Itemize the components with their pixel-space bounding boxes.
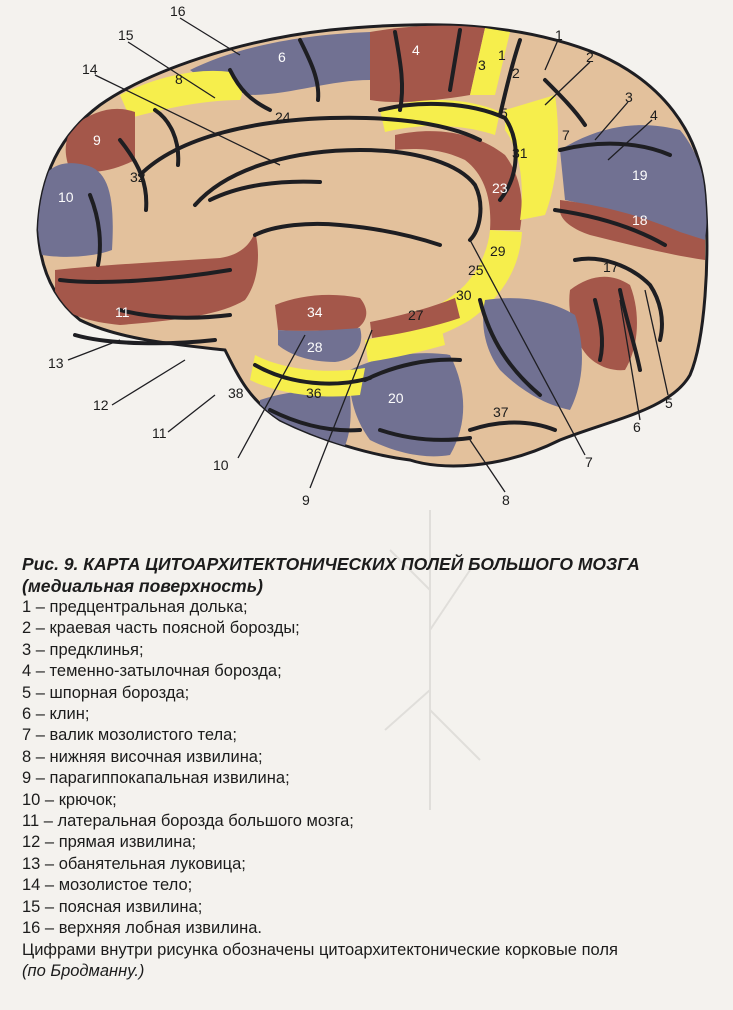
legend-item: 6 – клин; <box>22 705 90 724</box>
field-label: 17 <box>603 259 619 275</box>
field-label: 37 <box>493 404 509 420</box>
field-27-band <box>365 320 445 362</box>
legend-item: 8 – нижняя височная извилина; <box>22 747 263 766</box>
field-28-region <box>278 328 362 362</box>
field-19-lower <box>483 298 582 410</box>
legend-item: 10 – крючок; <box>22 790 117 809</box>
field-label: 3 <box>478 57 486 73</box>
ext-label: 3 <box>625 89 633 105</box>
ext-label: 7 <box>585 454 593 470</box>
legend-item: 7 – валик мозолистого тела; <box>22 726 237 745</box>
ext-label: 4 <box>650 107 658 123</box>
ext-label: 10 <box>213 457 229 473</box>
field-labels: 1 2 3 4 5 6 7 8 9 10 11 17 18 19 20 23 2… <box>58 42 648 420</box>
field-3-region <box>470 28 510 95</box>
field-label: 29 <box>490 243 506 259</box>
field-label: 2 <box>512 65 520 81</box>
ext-label: 1 <box>555 27 563 43</box>
field-34-region <box>275 294 367 331</box>
legend-item: 11 – латеральная борозда большого мозга; <box>22 812 354 831</box>
field-label: 28 <box>307 339 323 355</box>
field-label: 27 <box>408 307 424 323</box>
legend-list: 1 – предцентральная долька; 2 – краевая … <box>22 597 722 940</box>
field-label: 23 <box>492 180 508 196</box>
field-label: 20 <box>388 390 404 406</box>
ext-label: 14 <box>82 61 98 77</box>
figure-caption: Рис. 9. КАРТА ЦИТОАРХИТЕКТОНИЧЕСКИХ ПОЛЕ… <box>22 553 722 982</box>
field-label: 18 <box>632 212 648 228</box>
field-label: 8 <box>175 71 183 87</box>
leader-lines <box>67 17 669 493</box>
caption-title: Рис. 9. КАРТА ЦИТОАРХИТЕКТОНИЧЕСКИХ ПОЛЕ… <box>22 554 640 574</box>
ext-label: 8 <box>502 492 510 508</box>
field-label: 31 <box>512 145 528 161</box>
field-label: 10 <box>58 189 74 205</box>
field-23-region <box>395 131 522 230</box>
external-labels: 1 2 3 4 5 6 7 8 9 10 11 12 13 14 15 16 <box>48 3 673 508</box>
field-label: 9 <box>93 132 101 148</box>
bleed-through-mark <box>370 510 490 810</box>
legend-item: 14 – мозолистое тело; <box>22 876 193 895</box>
legend-item: 3 – предклинья; <box>22 640 144 659</box>
field-31-region <box>505 95 558 220</box>
field-4-region <box>370 25 485 103</box>
legend-item: 5 – шпорная борозда; <box>22 683 190 702</box>
legend-item: 1 – предцентральная долька; <box>22 598 248 616</box>
ext-label: 13 <box>48 355 64 371</box>
field-36-band <box>250 355 365 397</box>
ext-label: 6 <box>633 419 641 435</box>
field-20-region <box>349 353 464 457</box>
field-label: 38 <box>228 385 244 401</box>
ext-label: 9 <box>302 492 310 508</box>
field-label: 7 <box>562 127 570 143</box>
legend-item: 12 – прямая извилина; <box>22 833 197 852</box>
legend-item: 9 – парагиппокапальная извилина; <box>22 769 290 788</box>
field-label: 25 <box>468 262 484 278</box>
field-label: 24 <box>275 109 291 125</box>
field-label: 19 <box>632 167 648 183</box>
caption-subtitle: (медиальная поверхность) <box>22 576 263 596</box>
legend-item: 16 – верхняя лобная извилина. <box>22 919 262 938</box>
field-label: 4 <box>412 42 420 58</box>
sulci <box>58 28 672 442</box>
caption-note: Цифрами внутри рисунка обозначены цитоар… <box>22 940 618 959</box>
brain-diagram: 1 2 3 4 5 6 7 8 9 10 11 12 13 14 15 16 1… <box>36 3 709 508</box>
field-label: 36 <box>306 385 322 401</box>
field-label: 1 <box>498 47 506 63</box>
legend-item: 2 – краевая часть поясной борозды; <box>22 619 300 638</box>
ext-label: 2 <box>586 49 594 65</box>
ext-label: 11 <box>152 425 167 441</box>
legend-item: 13 – обанятельная луковица; <box>22 854 246 873</box>
ext-label: 15 <box>118 27 134 43</box>
field-label: 11 <box>115 304 130 320</box>
ext-label: 12 <box>93 397 109 413</box>
field-10-region <box>38 163 113 257</box>
field-label: 34 <box>307 304 323 320</box>
bleed-through-icon <box>384 510 481 810</box>
field-9-region <box>65 108 135 172</box>
brodmann-medial-map: 1 2 3 4 5 6 7 8 9 10 11 12 13 14 15 16 1… <box>36 3 709 508</box>
field-label: 6 <box>278 49 286 65</box>
field-8-region <box>120 70 242 118</box>
ext-label: 16 <box>170 3 186 19</box>
legend-item: 4 – теменно-затылочная борозда; <box>22 662 282 681</box>
field-27-region <box>370 298 460 338</box>
field-label: 32 <box>130 169 146 185</box>
caption-note-source: (по Бродманну.) <box>22 961 145 980</box>
ext-label: 5 <box>665 395 673 411</box>
field-label: 30 <box>456 287 472 303</box>
legend-item: 15 – поясная извилина; <box>22 897 203 916</box>
field-label: 5 <box>500 105 508 121</box>
